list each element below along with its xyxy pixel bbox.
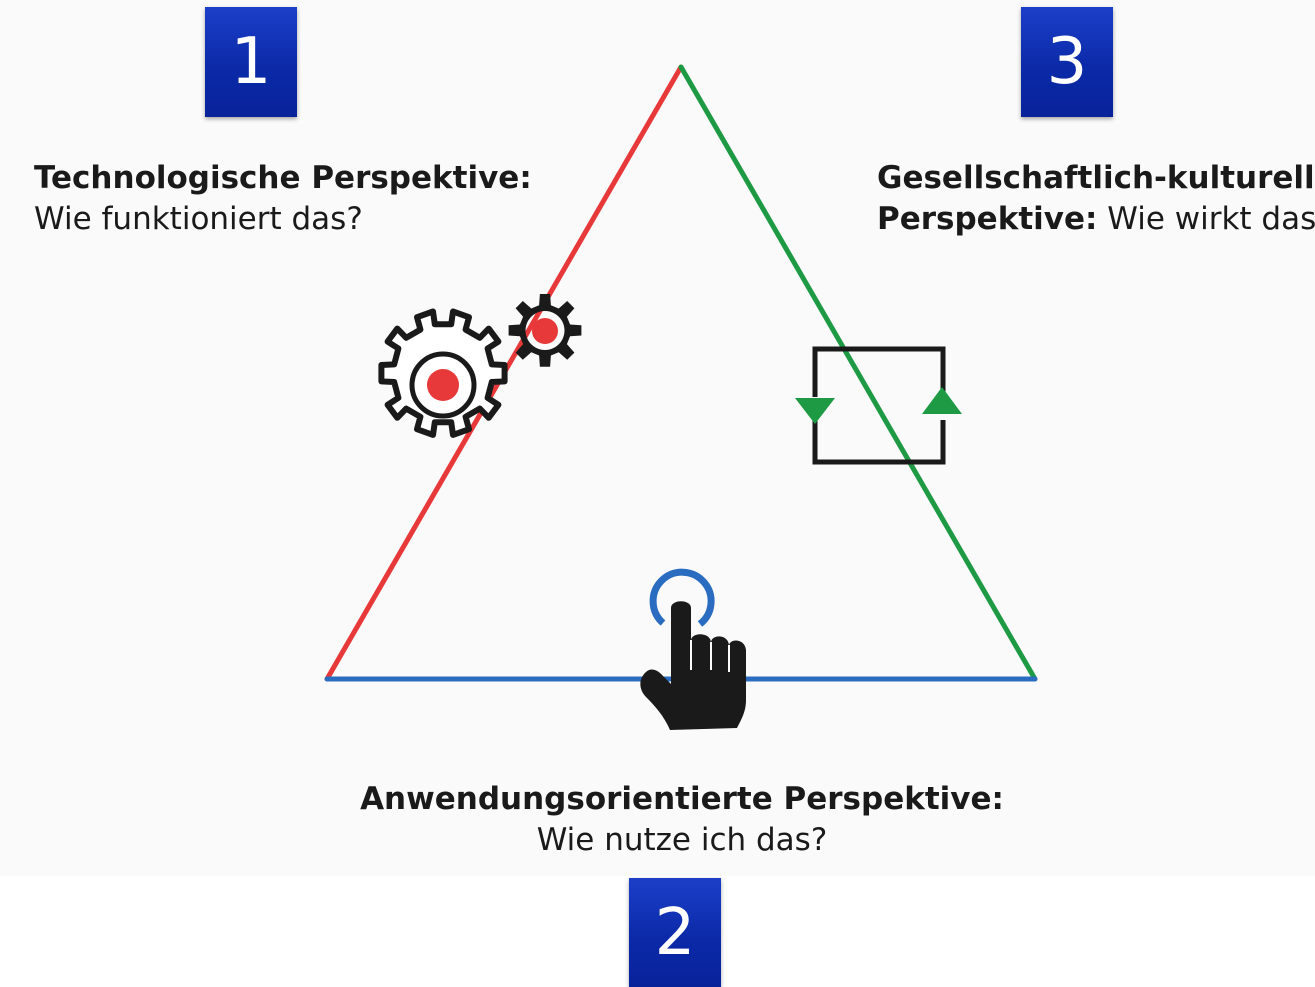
small-gear-hub xyxy=(532,318,558,344)
diagram-panel xyxy=(0,0,1315,876)
cycle-arrows-icon xyxy=(795,346,962,465)
badge-1: 1 xyxy=(205,7,297,117)
hand-finger-lines xyxy=(690,640,730,672)
technological-question: Wie funktioniert das? xyxy=(34,201,363,237)
badge-2: 2 xyxy=(629,878,721,987)
application-question: Wie nutze ich das? xyxy=(536,822,828,858)
application-title: Anwendungsorientierte Perspektive: xyxy=(360,781,1004,817)
cultural-question: Wie wirkt das? xyxy=(1107,201,1315,237)
application-perspective-label: Anwendungsorientierte Perspektive: Wie n… xyxy=(340,779,1024,861)
small-gear xyxy=(508,294,582,367)
up-arrow xyxy=(922,387,962,414)
cycle-frame xyxy=(812,346,946,465)
hand xyxy=(640,601,746,730)
cultural-title-line1: Gesellschaftlich-kulturelle xyxy=(877,160,1315,196)
technological-title: Technologische Perspektive: xyxy=(34,160,532,196)
cultural-title-line2: Perspektive: xyxy=(877,201,1098,237)
large-gear-hub xyxy=(427,369,459,401)
gears-icon xyxy=(378,294,582,438)
cultural-edge xyxy=(678,64,1038,682)
touch-hand-icon xyxy=(640,568,746,730)
badge-3: 3 xyxy=(1021,7,1113,117)
cultural-perspective-label: Gesellschaftlich-kulturelle Perspektive:… xyxy=(877,158,1315,240)
down-arrow xyxy=(795,398,835,424)
touch-ring xyxy=(649,568,715,627)
technological-perspective-label: Technologische Perspektive: Wie funktion… xyxy=(34,158,532,240)
